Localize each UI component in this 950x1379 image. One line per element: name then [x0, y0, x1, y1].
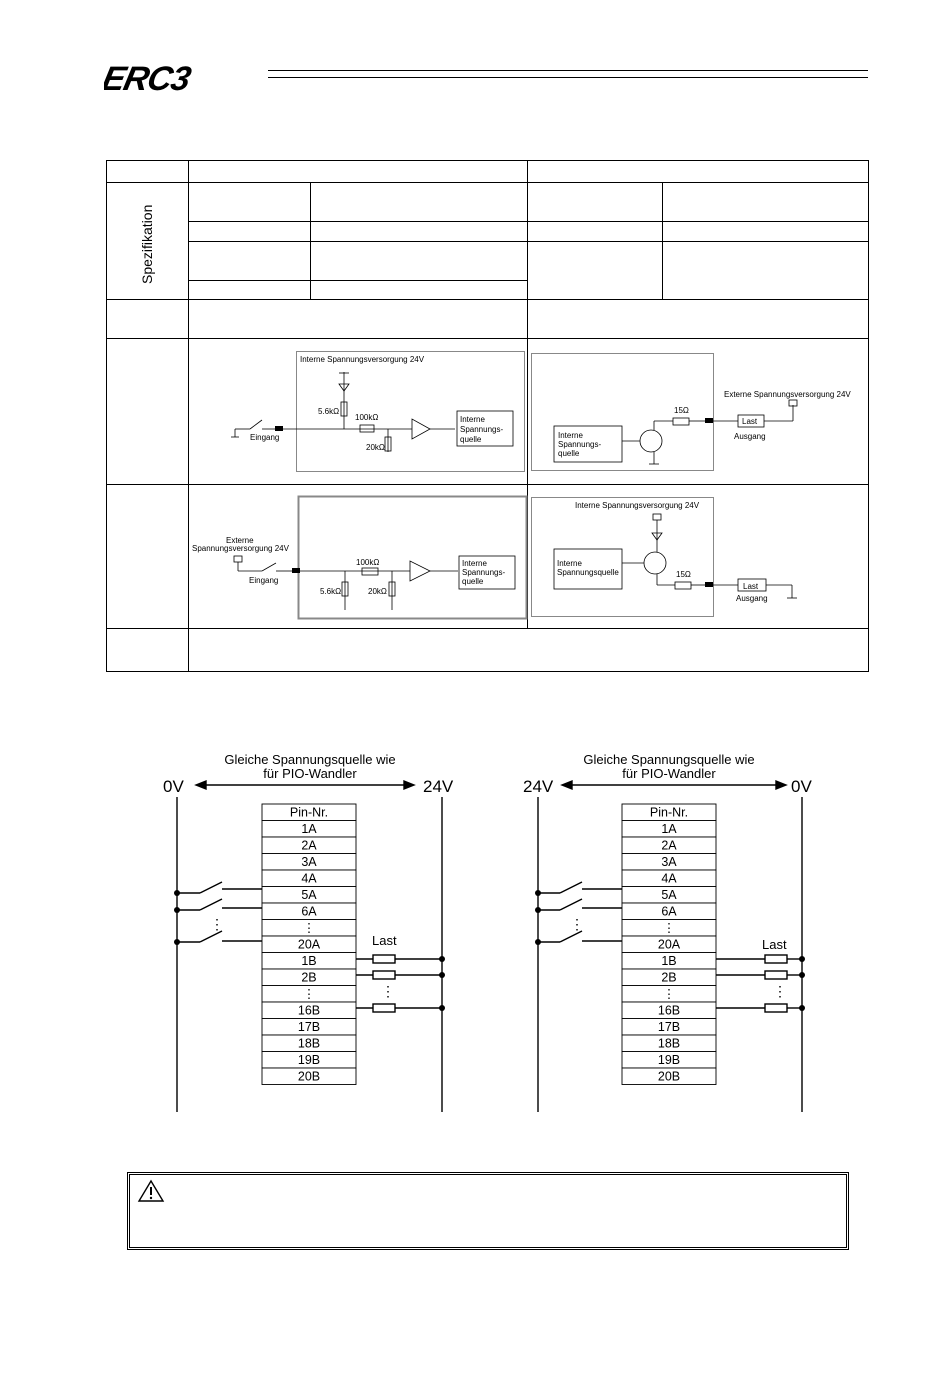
pin-label: 6A — [661, 905, 677, 919]
pin-label: 20B — [658, 1070, 680, 1084]
pin-label: 20B — [298, 1070, 320, 1084]
svg-text:20kΩ: 20kΩ — [366, 443, 385, 452]
pin-table-right: Pin-Nr. 1A 2A 3A 4A 5A 6A ⋮ 20A 1B 2B ⋮ 16B 17B 18B 19B… — [621, 803, 717, 1085]
wiring-right: Gleiche Spannungsquelle wie für PIO-Wand… — [523, 752, 812, 1112]
pin-label: 2A — [301, 839, 317, 853]
pin-label: 18B — [658, 1037, 680, 1051]
pin-label: 1B — [301, 954, 316, 968]
pin-label: 1A — [301, 822, 317, 836]
svg-text:Ausgang: Ausgang — [736, 594, 768, 603]
wiring-diagrams: Gleiche Spannungsquelle wie für PIO-Wand… — [163, 752, 812, 1112]
svg-text:quelle: quelle — [460, 435, 482, 444]
svg-text:Spannungs-: Spannungs- — [558, 440, 601, 449]
spec-label: Spezifikation — [139, 205, 155, 284]
svg-text:Last: Last — [742, 417, 758, 426]
logo-text: ERC3 — [104, 60, 194, 98]
svg-text:⋮: ⋮ — [773, 983, 787, 999]
svg-text:Gleiche Spannungsquelle wie: Gleiche Spannungsquelle wie — [224, 752, 395, 767]
svg-text:Last: Last — [762, 937, 787, 952]
svg-text:24V: 24V — [423, 777, 454, 796]
pin-table-left: Pin-Nr. 1A 2A 3A 4A 5A 6A ⋮ 20A 1B 2B ⋮ 16B 17B 18B 19B… — [261, 803, 357, 1085]
svg-text:Interne: Interne — [557, 559, 582, 568]
pnp-output-circuit: Interne Spannungsversorgung 24V 15Ω Last… — [531, 497, 797, 617]
svg-text:⋮: ⋮ — [210, 916, 224, 932]
pnp-input-circuit: Externe Spannungsversorgung 24V 5.6kΩ 10… — [192, 495, 528, 620]
pin-label: 2B — [301, 971, 316, 985]
pin-label: Pin-Nr. — [650, 806, 688, 820]
pin-label: 1B — [661, 954, 676, 968]
spec-table: Spezifikation Interne Spannungsversorgun… — [106, 160, 869, 672]
pin-label: ⋮ — [663, 987, 676, 1001]
pin-cell — [621, 1067, 717, 1085]
svg-text:Gleiche Spannungsquelle wie: Gleiche Spannungsquelle wie — [583, 752, 754, 767]
svg-text:Spannungsversorgung 24V: Spannungsversorgung 24V — [192, 544, 290, 553]
pin-label: 3A — [301, 855, 317, 869]
pin-label: 1A — [661, 822, 677, 836]
pin-label: 17B — [658, 1020, 680, 1034]
svg-text:quelle: quelle — [558, 449, 580, 458]
pin-cell — [261, 1067, 357, 1085]
svg-text:Interne Spannungsversorgung 24: Interne Spannungsversorgung 24V — [300, 355, 425, 364]
pin-label: 17B — [298, 1020, 320, 1034]
pin-label: ⋮ — [663, 921, 676, 935]
pin-label: Pin-Nr. — [290, 806, 328, 820]
svg-text:Externe: Externe — [226, 536, 254, 545]
svg-text:5.6kΩ: 5.6kΩ — [320, 587, 341, 596]
svg-text:20kΩ: 20kΩ — [368, 587, 387, 596]
pin-label: 18B — [298, 1037, 320, 1051]
svg-text:⋮: ⋮ — [570, 916, 584, 932]
pin-label: 4A — [661, 872, 677, 886]
svg-text:Interne: Interne — [462, 559, 487, 568]
pin-label: 20A — [298, 938, 321, 952]
pin-label: 5A — [661, 888, 677, 902]
header-rule — [268, 70, 868, 78]
pin-label: 2A — [661, 839, 677, 853]
pin-label: 16B — [658, 1004, 680, 1018]
svg-text:Spannungs-: Spannungs- — [462, 568, 505, 577]
pin-label: 16B — [298, 1004, 320, 1018]
wiring-left: Gleiche Spannungsquelle wie für PIO-Wand… — [163, 752, 454, 1112]
pin-label: ⋮ — [303, 921, 316, 935]
svg-text:0V: 0V — [163, 777, 184, 796]
caution-box — [127, 1172, 849, 1250]
svg-text:für PIO-Wandler: für PIO-Wandler — [263, 766, 357, 781]
svg-text:quelle: quelle — [462, 577, 484, 586]
svg-text:Externe Spannungsversorgung 24: Externe Spannungsversorgung 24V — [724, 390, 851, 399]
svg-text:100kΩ: 100kΩ — [356, 558, 379, 567]
svg-text:Interne Spannungsversorgung 24: Interne Spannungsversorgung 24V — [575, 501, 700, 510]
pin-label: ⋮ — [303, 987, 316, 1001]
svg-text:Spannungsquelle: Spannungsquelle — [557, 568, 619, 577]
warning-triangle-icon — [137, 1179, 165, 1202]
pin-label: 2B — [661, 971, 676, 985]
erc3-logo: ERC3 — [104, 60, 194, 98]
svg-text:für PIO-Wandler: für PIO-Wandler — [622, 766, 716, 781]
svg-text:15Ω: 15Ω — [676, 570, 691, 579]
svg-text:15Ω: 15Ω — [674, 406, 689, 415]
npn-input-circuit: Interne Spannungsversorgung 24V 5.6kΩ 10… — [231, 351, 525, 472]
svg-text:100kΩ: 100kΩ — [355, 413, 378, 422]
svg-text:Eingang: Eingang — [250, 433, 279, 442]
svg-text:Last: Last — [743, 582, 759, 591]
svg-text:24V: 24V — [523, 777, 554, 796]
svg-text:Interne: Interne — [558, 431, 583, 440]
pin-label: 6A — [301, 905, 317, 919]
pin-label: 19B — [298, 1053, 320, 1067]
svg-text:0V: 0V — [791, 777, 812, 796]
svg-text:5.6kΩ: 5.6kΩ — [318, 407, 339, 416]
npn-output-circuit: 15Ω Externe Spannungsversorgung 24V Last… — [531, 353, 851, 471]
pin-label: 19B — [658, 1053, 680, 1067]
svg-text:Spannungs-: Spannungs- — [460, 425, 503, 434]
pin-label: 4A — [301, 872, 317, 886]
svg-text:⋮: ⋮ — [381, 983, 395, 999]
pin-label: 20A — [658, 938, 681, 952]
pin-label: 5A — [301, 888, 317, 902]
svg-text:Eingang: Eingang — [249, 576, 278, 585]
svg-text:Ausgang: Ausgang — [734, 432, 766, 441]
svg-text:Interne: Interne — [460, 415, 485, 424]
pin-label: 3A — [661, 855, 677, 869]
svg-text:Last: Last — [372, 933, 397, 948]
